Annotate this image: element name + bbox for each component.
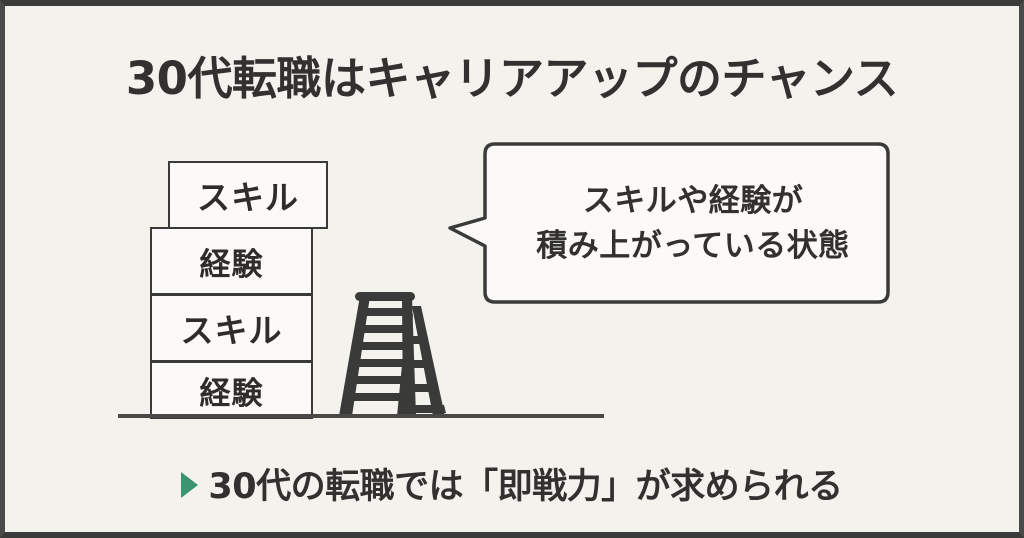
- ground-line: [118, 414, 604, 418]
- page-title: 30代転職はキャリアアップのチャンス: [125, 52, 899, 105]
- callout-bubble-shape: [448, 142, 890, 304]
- stack-box-experience-4: 経験: [150, 361, 313, 419]
- stack-box-skill-top: スキル: [168, 161, 328, 229]
- stack-box-skill-3: スキル: [150, 294, 313, 362]
- caption: 30代の転職では「即戦力」が求められる: [5, 458, 1019, 509]
- callout-bubble: スキルや経験が 積み上がっている状態: [448, 140, 892, 306]
- callout-line-1: スキルや経験が: [582, 183, 804, 220]
- stack-box-experience-2: 経験: [150, 227, 313, 295]
- caption-text: 30代の転職では「即戦力」が求められる: [208, 467, 843, 507]
- stepladder-icon: [339, 292, 446, 416]
- callout-line-2: 積み上がっている状態: [536, 228, 850, 264]
- triangle-right-icon: [181, 472, 199, 498]
- callout-bubble-text: スキルや経験が 積み上がっている状態: [498, 170, 888, 278]
